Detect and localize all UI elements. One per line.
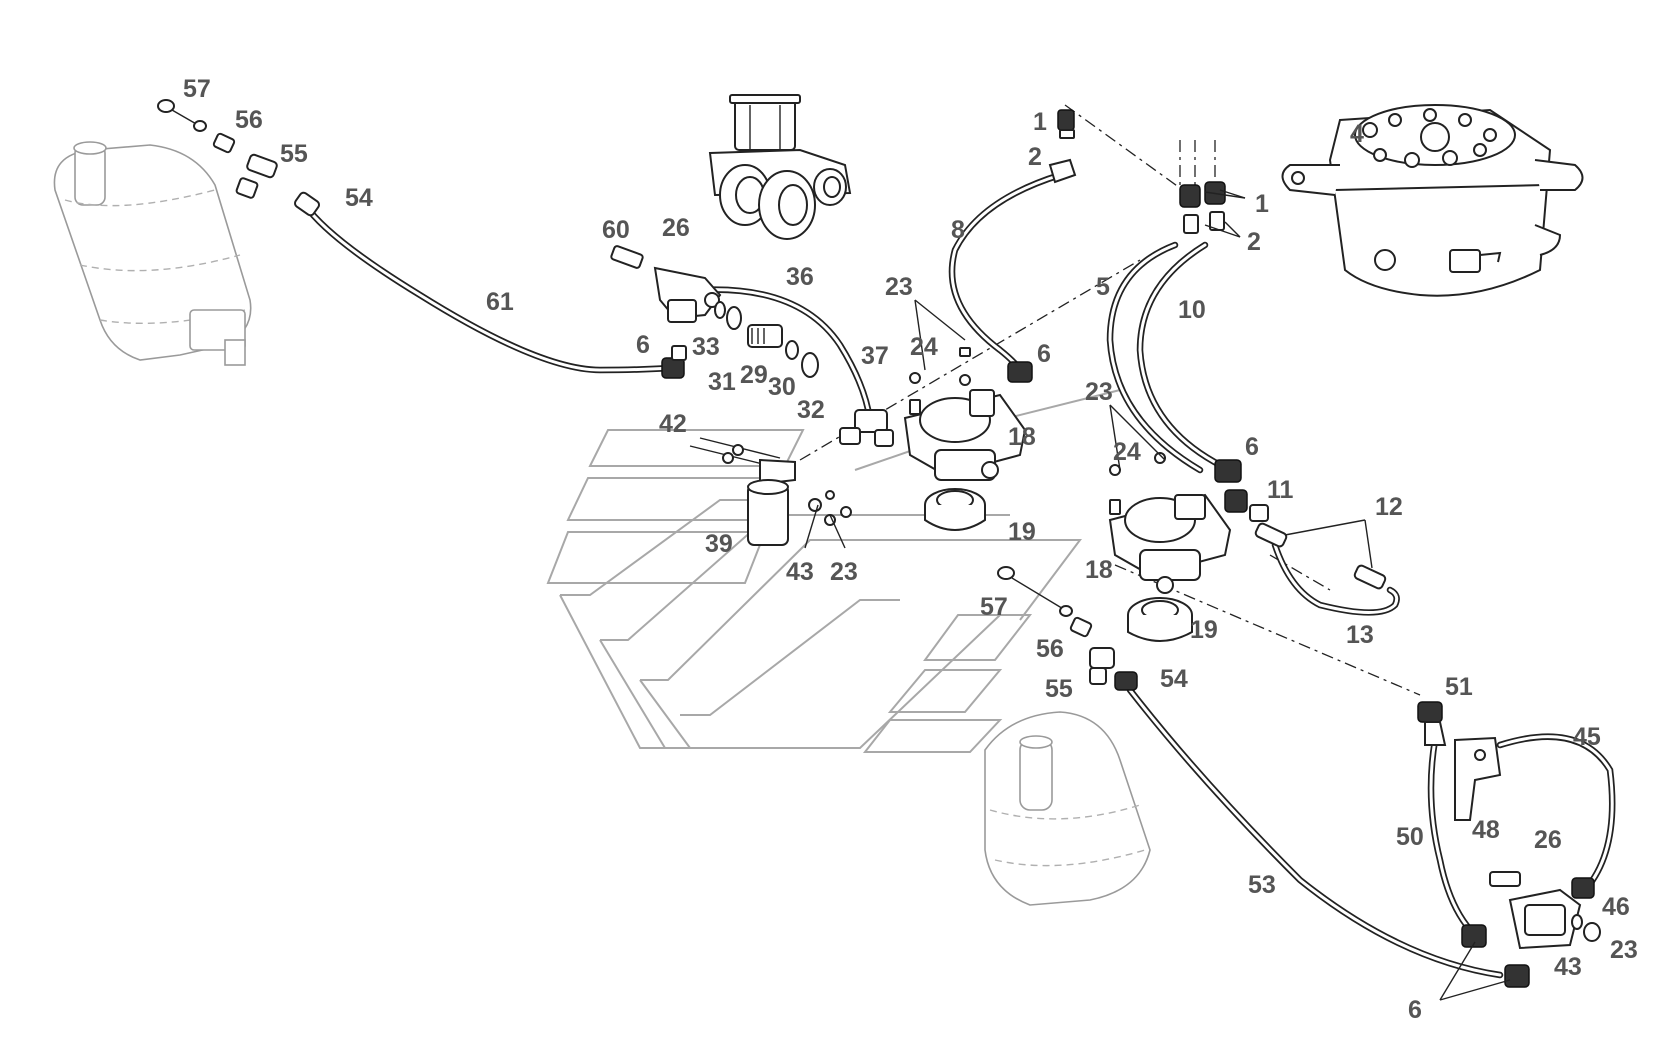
fittings-bottom-right	[1417, 701, 1601, 988]
callout-4: 4	[1350, 120, 1364, 148]
callout-10: 10	[1178, 296, 1206, 324]
rotary-coupling-icon	[1281, 104, 1584, 297]
callout-13: 13	[1346, 621, 1374, 649]
callout-57: 57	[980, 593, 1008, 621]
callout-31: 31	[708, 368, 736, 396]
callout-23: 23	[885, 273, 913, 301]
hydraulic-motor-center	[984, 711, 1151, 906]
callout-2: 2	[1247, 228, 1261, 256]
callout-12: 12	[1375, 493, 1403, 521]
callout-18: 18	[1085, 556, 1113, 584]
callout-23: 23	[1085, 378, 1113, 406]
callout-23: 23	[1610, 936, 1638, 964]
hydraulic-motor-left	[53, 141, 252, 366]
callout-48: 48	[1472, 816, 1500, 844]
fittings-center	[997, 566, 1138, 691]
callout-53: 53	[1248, 871, 1276, 899]
tractor-icon	[708, 94, 852, 240]
callout-1: 1	[1033, 108, 1047, 136]
brake-valve-18-left	[903, 347, 1027, 531]
callout-26: 26	[1534, 826, 1562, 854]
brake-valve-18-right	[1108, 452, 1232, 642]
callout-32: 32	[797, 396, 825, 424]
tee-37	[839, 409, 894, 447]
callout-2: 2	[1028, 143, 1042, 171]
callout-6: 6	[1245, 433, 1259, 461]
filter-39	[689, 437, 852, 546]
callout-26: 26	[662, 214, 690, 242]
callout-60: 60	[602, 216, 630, 244]
callout-19: 19	[1008, 518, 1036, 546]
callout-56: 56	[1036, 635, 1064, 663]
valve-block-26-top	[610, 245, 819, 378]
fittings-top-left	[157, 99, 687, 379]
callout-56: 56	[235, 106, 263, 134]
callout-labels: 57 56 55 54 61 60 26 36 6 33 31 29 30 32…	[183, 75, 1638, 1024]
callout-29: 29	[740, 361, 768, 389]
callout-45: 45	[1573, 723, 1601, 751]
callout-6: 6	[636, 331, 650, 359]
leader-lines	[804, 189, 1511, 1001]
callout-50: 50	[1396, 823, 1424, 851]
callout-19: 19	[1190, 616, 1218, 644]
callout-24: 24	[1113, 438, 1141, 466]
callout-42: 42	[659, 410, 687, 438]
callout-37: 37	[861, 342, 889, 370]
callout-30: 30	[768, 373, 796, 401]
callout-54: 54	[345, 184, 373, 212]
callout-43: 43	[1554, 953, 1582, 981]
callout-55: 55	[280, 140, 308, 168]
callout-36: 36	[786, 263, 814, 291]
callout-55: 55	[1045, 675, 1073, 703]
callout-11: 11	[1267, 476, 1294, 504]
callout-5: 5	[1096, 273, 1110, 301]
callout-1: 1	[1255, 190, 1269, 218]
callout-6: 6	[1408, 996, 1422, 1024]
callout-43: 43	[786, 558, 814, 586]
fittings-top-right	[1007, 109, 1387, 590]
callout-57: 57	[183, 75, 211, 103]
callout-61: 61	[486, 288, 514, 316]
callout-39: 39	[705, 530, 733, 558]
callout-6: 6	[1037, 340, 1051, 368]
callout-51: 51	[1445, 673, 1473, 701]
callout-46: 46	[1602, 893, 1630, 921]
callout-8: 8	[951, 216, 965, 244]
callout-18: 18	[1008, 423, 1036, 451]
callout-54: 54	[1160, 665, 1188, 693]
callout-24: 24	[910, 333, 938, 361]
callout-33: 33	[692, 333, 720, 361]
hoses	[301, 171, 1616, 979]
callout-23: 23	[830, 558, 858, 586]
